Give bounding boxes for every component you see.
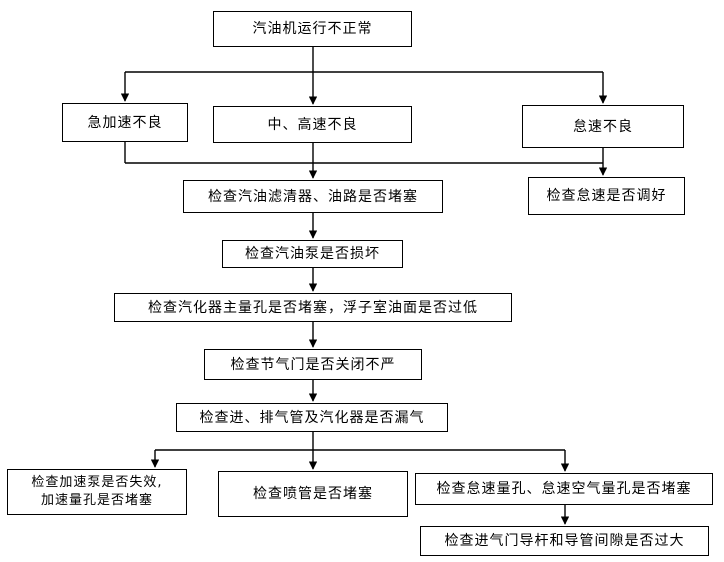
nozzle-check-box: 检查喷管是否堵塞 bbox=[218, 471, 408, 517]
pump-check-box: 检查汽油泵是否损坏 bbox=[222, 240, 403, 268]
leak-check-box: 检查进、排气管及汽化器是否漏气 bbox=[176, 403, 448, 432]
throttle-check-box: 检查节气门是否关闭不严 bbox=[204, 349, 422, 380]
valve-guide-check-box: 检查进气门导杆和导管间隙是否过大 bbox=[420, 526, 709, 556]
idle-adjust-check-box: 检查怠速是否调好 bbox=[528, 177, 685, 215]
root-box: 汽油机运行不正常 bbox=[213, 11, 412, 47]
filter-check-box: 检查汽油滤清器、油路是否堵塞 bbox=[183, 180, 443, 213]
carb-jet-check-box: 检查汽化器主量孔是否堵塞，浮子室油面是否过低 bbox=[114, 293, 512, 322]
idle-poor-box: 怠速不良 bbox=[522, 105, 684, 148]
accel-pump-check-box: 检查加速泵是否失效, 加速量孔是否堵塞 bbox=[7, 469, 187, 515]
midhigh-poor-box: 中、高速不良 bbox=[213, 106, 412, 143]
accel-poor-box: 急加速不良 bbox=[62, 103, 188, 142]
idle-jet-check-box: 检查怠速量孔、怠速空气量孔是否堵塞 bbox=[415, 473, 713, 505]
